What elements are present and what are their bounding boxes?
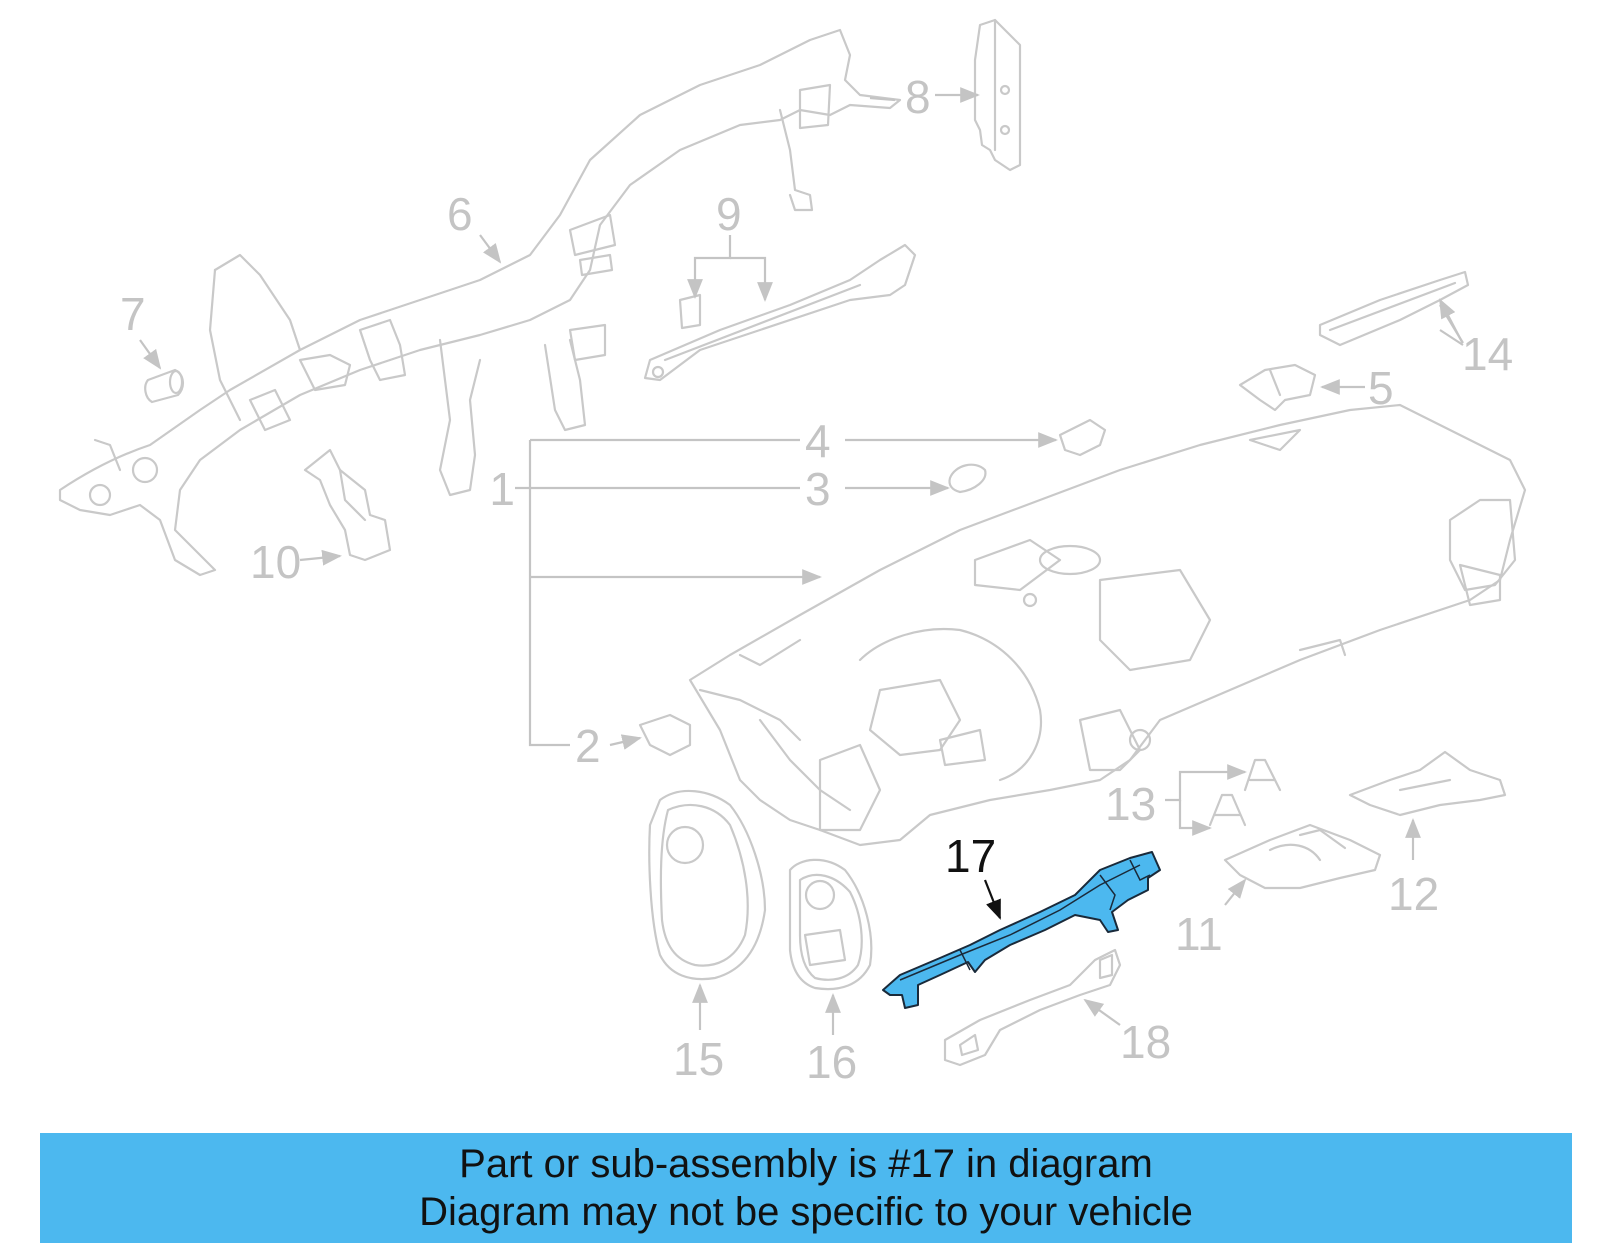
info-banner: Part or sub-assembly is #17 in diagram D…	[40, 1133, 1572, 1243]
callout-numbers: 1 2 3 4 5 6 7 8 9 10 11 12 13 14 15 16 1…	[120, 71, 1513, 1088]
callout-2: 2	[575, 720, 601, 772]
banner-line-disclaimer: Diagram may not be specific to your vehi…	[419, 1190, 1193, 1234]
part-4-clip	[1058, 418, 1107, 457]
callout-18: 18	[1120, 1016, 1171, 1068]
part-2-clip	[638, 713, 692, 757]
callout-5: 5	[1368, 362, 1394, 414]
leader-lines	[139, 87, 1464, 1035]
part-12-panel	[1348, 750, 1507, 817]
part-16-end-cap	[788, 858, 873, 991]
part-10-bracket	[303, 448, 392, 562]
callout-12: 12	[1388, 868, 1439, 920]
part-17-highlighted	[882, 851, 1161, 1009]
callout-17: 17	[945, 830, 996, 882]
part-15-end-cap	[648, 789, 767, 981]
callout-14: 14	[1462, 328, 1513, 380]
callout-9: 9	[716, 188, 742, 240]
part-11-panel	[1223, 823, 1382, 890]
part-6-crossmember	[58, 28, 902, 577]
parts-diagram: 1 2 3 4 5 6 7 8 9 10 11 12 13 14 15 16 1…	[58, 18, 1527, 1088]
callout-10: 10	[250, 536, 301, 588]
callout-11: 11	[1175, 908, 1223, 960]
part-18-bracket	[943, 948, 1122, 1067]
callout-7: 7	[120, 288, 146, 340]
part-7-clip	[144, 368, 184, 404]
part-13-clips	[1208, 758, 1282, 827]
callout-16: 16	[806, 1036, 857, 1088]
part-8-bracket	[973, 18, 1022, 172]
part-9-brace	[643, 243, 917, 382]
callout-1: 1	[489, 463, 515, 515]
callout-15: 15	[673, 1033, 724, 1085]
part-3-cap	[948, 463, 987, 494]
callout-13: 13	[1105, 778, 1156, 830]
callout-6: 6	[447, 188, 473, 240]
part-1-instrument-panel	[688, 403, 1527, 847]
part-14-trim	[1318, 270, 1470, 347]
banner-line-part: Part or sub-assembly is #17 in diagram	[459, 1142, 1153, 1186]
callout-8: 8	[905, 71, 931, 123]
callout-4: 4	[805, 415, 831, 467]
part-5-vent	[1238, 363, 1317, 412]
callout-3: 3	[805, 463, 831, 515]
